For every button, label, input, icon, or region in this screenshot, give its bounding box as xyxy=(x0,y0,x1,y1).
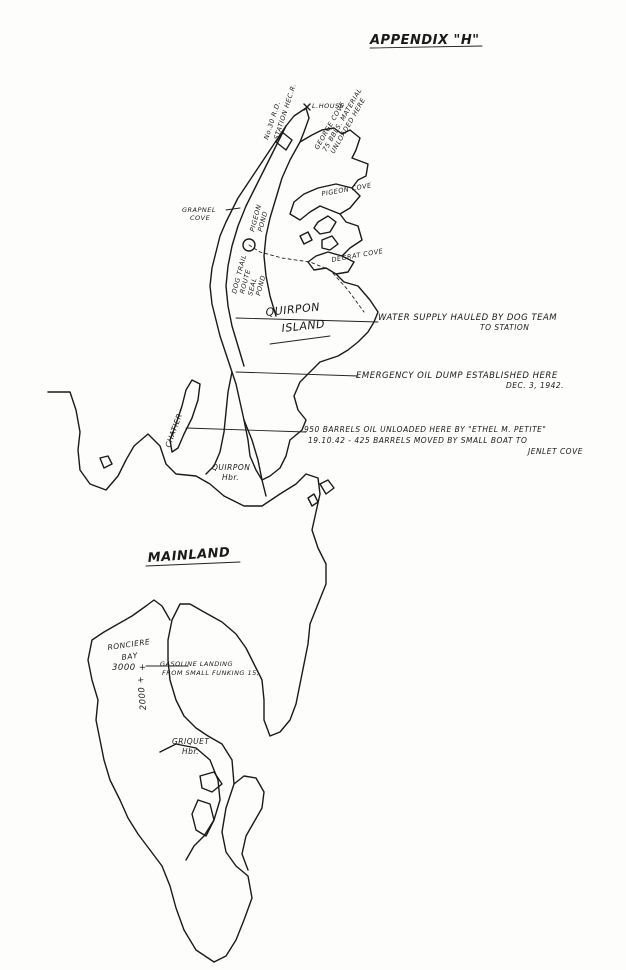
barrels-pointer xyxy=(185,427,307,433)
west-channel-shore xyxy=(225,125,287,367)
degrat-cove-label: DEGRAT COVE xyxy=(331,247,384,264)
ronciere-peninsula-coastline xyxy=(87,599,215,963)
grapnel-cove-line2: COVE xyxy=(190,214,211,222)
water-supply-pointer xyxy=(235,317,379,323)
chatier-label: CHATIER xyxy=(163,412,184,449)
small-pond-1 xyxy=(313,215,337,235)
lower-east-coastline xyxy=(233,775,265,871)
seal-pond-line2: POND xyxy=(254,274,267,296)
island-label-line1: QUIRPON xyxy=(265,300,321,319)
inner-lagoon xyxy=(191,799,215,837)
small-island-3 xyxy=(307,493,319,507)
lighthouse-label: L.HOUSE xyxy=(312,102,345,110)
quirpon-harbour-line2: Hbr. xyxy=(222,473,239,482)
griquet-harbour-line2: Hbr. xyxy=(182,747,199,756)
mainland-label: MAINLAND xyxy=(147,545,231,566)
gasoline-line2: FROM SMALL FUNKING 15, xyxy=(162,669,259,677)
inner-shore xyxy=(263,141,301,317)
small-pond-3 xyxy=(299,231,313,245)
harbour-east-shore xyxy=(243,419,267,497)
small-island-1 xyxy=(99,455,113,469)
chatier-island xyxy=(169,379,201,453)
station-marker xyxy=(275,131,293,151)
barrels-line1: 950 BARRELS OIL UNLOADED HERE BY "ETHEL … xyxy=(304,425,546,434)
title-underline xyxy=(369,45,483,49)
emergency-line1: EMERGENCY OIL DUMP ESTABLISHED HERE xyxy=(356,371,558,381)
grapnel-pointer xyxy=(225,207,241,211)
emergency-pointer xyxy=(235,371,359,377)
water-supply-line1: WATER SUPPLY HAULED BY DOG TEAM xyxy=(378,313,557,323)
ronciere-line3: 3000 + xyxy=(112,663,146,673)
pigeon-cove-inlet xyxy=(289,183,353,221)
water-supply-line2: TO STATION xyxy=(480,323,529,332)
island-underline xyxy=(269,335,331,345)
lighthouse-marker xyxy=(303,103,311,111)
map-title: APPENDIX "H" xyxy=(369,33,479,48)
lower-bay-coastline xyxy=(159,743,221,861)
grapnel-cove-line1: GRAPNEL xyxy=(182,206,216,214)
quirpon-harbour-shore xyxy=(205,371,233,475)
pigeon-cove-label: PIGEON COVE xyxy=(321,181,373,198)
quirpon-harbour-line1: QUIRPON xyxy=(212,463,250,472)
ronciere-line1: RONCIERE xyxy=(107,637,151,652)
gasoline-line1: GASOLINE LANDING xyxy=(160,660,233,668)
small-pond-2 xyxy=(321,235,339,251)
dog-trail-route xyxy=(248,244,365,313)
pigeon-pond-marker xyxy=(242,238,256,252)
small-island-4 xyxy=(199,771,223,793)
ronciere-line2: BAY xyxy=(121,651,139,662)
barrels-line3: JENLET COVE xyxy=(526,447,583,456)
island-label-line2: ISLAND xyxy=(281,317,326,334)
barrels-line2: 19.10.42 - 425 BARRELS MOVED BY SMALL BO… xyxy=(308,436,527,445)
emergency-line2: DEC. 3, 1942. xyxy=(506,381,564,390)
griquet-harbour-line1: GRIQUET xyxy=(172,737,210,746)
small-island-2 xyxy=(319,479,335,495)
mainland-underline xyxy=(145,561,241,567)
quirpon-island-coastline xyxy=(209,107,379,481)
depth-2000-label: 2000 + xyxy=(136,675,149,710)
mainland-coastline xyxy=(47,391,327,963)
